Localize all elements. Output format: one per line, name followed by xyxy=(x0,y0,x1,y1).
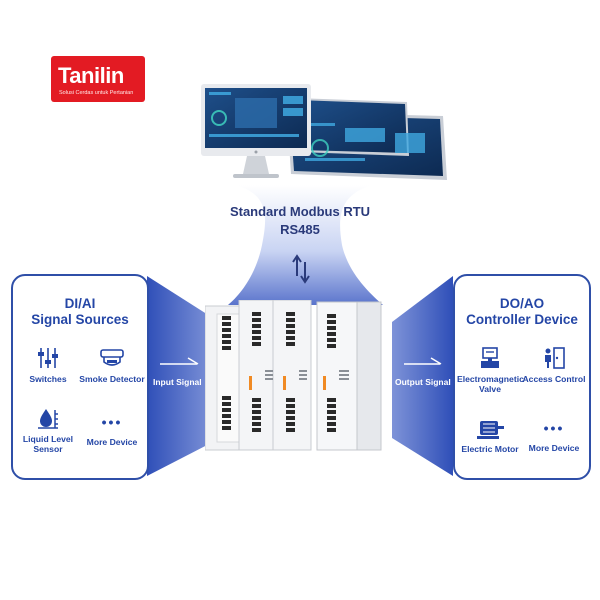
smoke-detector-icon xyxy=(100,349,124,366)
more-icon: ••• xyxy=(543,420,565,436)
output-item-electric-motor: Electric Motor xyxy=(457,418,523,454)
input-panel-title-line2: Signal Sources xyxy=(31,312,129,327)
output-beam xyxy=(392,276,453,476)
valve-icon xyxy=(481,347,499,368)
input-item-switches: Switches xyxy=(15,346,81,384)
motor-icon xyxy=(477,421,504,439)
input-item-liquid-level-sensor: Liquid Level Sensor xyxy=(15,406,81,454)
output-panel: DO/AO Controller Device Electromagnetic … xyxy=(453,274,591,480)
scada-monitors-image xyxy=(201,84,447,180)
bidirectional-arrow-icon xyxy=(292,254,310,284)
input-signal-label: Input Signal xyxy=(153,377,202,387)
input-beam xyxy=(147,276,213,476)
input-item-smoke-detector: Smoke Detector xyxy=(79,346,145,384)
protocol-line2: RS485 xyxy=(280,222,320,237)
liquid-level-icon xyxy=(38,409,58,429)
input-item-label: Liquid Level Sensor xyxy=(22,434,74,454)
io-modules-image xyxy=(205,300,382,451)
communication-beam xyxy=(228,185,383,305)
more-icon: ••• xyxy=(101,414,123,430)
output-signal-label: Output Signal xyxy=(395,377,451,387)
input-item-more-device: ••• More Device xyxy=(79,412,145,447)
access-control-icon xyxy=(545,347,565,369)
input-item-label: Switches xyxy=(29,374,67,384)
input-item-label: More Device xyxy=(86,437,138,447)
logo-tagline: Solusi Cerdas untuk Pertanian xyxy=(59,90,134,96)
output-panel-title-line1: DO/AO xyxy=(499,296,545,311)
output-item-more-device: ••• More Device xyxy=(521,418,587,453)
input-arrow-icon xyxy=(160,357,199,365)
output-item-access-control: Access Control xyxy=(521,346,587,384)
output-arrow-icon xyxy=(404,357,442,365)
output-item-label: Access Control xyxy=(522,374,586,384)
input-panel-title-line1: DI/AI xyxy=(64,296,96,311)
output-panel-title-line2: Controller Device xyxy=(466,312,578,327)
input-panel: DI/AI Signal Sources Switches Smoke Dete… xyxy=(11,274,149,480)
output-item-valve: Electromagnetic Valve xyxy=(457,346,524,394)
input-panel-title: DI/AI Signal Sources xyxy=(13,296,147,328)
output-item-label: Electric Motor xyxy=(461,444,519,454)
sliders-icon xyxy=(38,348,58,368)
output-item-label: More Device xyxy=(528,443,580,453)
output-panel-title: DO/AO Controller Device xyxy=(455,296,589,328)
output-item-label: Electromagnetic Valve xyxy=(457,374,524,394)
logo-text: Tanilin xyxy=(58,63,124,88)
protocol-line1: Standard Modbus RTU xyxy=(229,204,371,219)
input-item-label: Smoke Detector xyxy=(79,374,145,384)
brand-logo: Tanilin Solusi Cerdas untuk Pertanian xyxy=(51,56,145,102)
